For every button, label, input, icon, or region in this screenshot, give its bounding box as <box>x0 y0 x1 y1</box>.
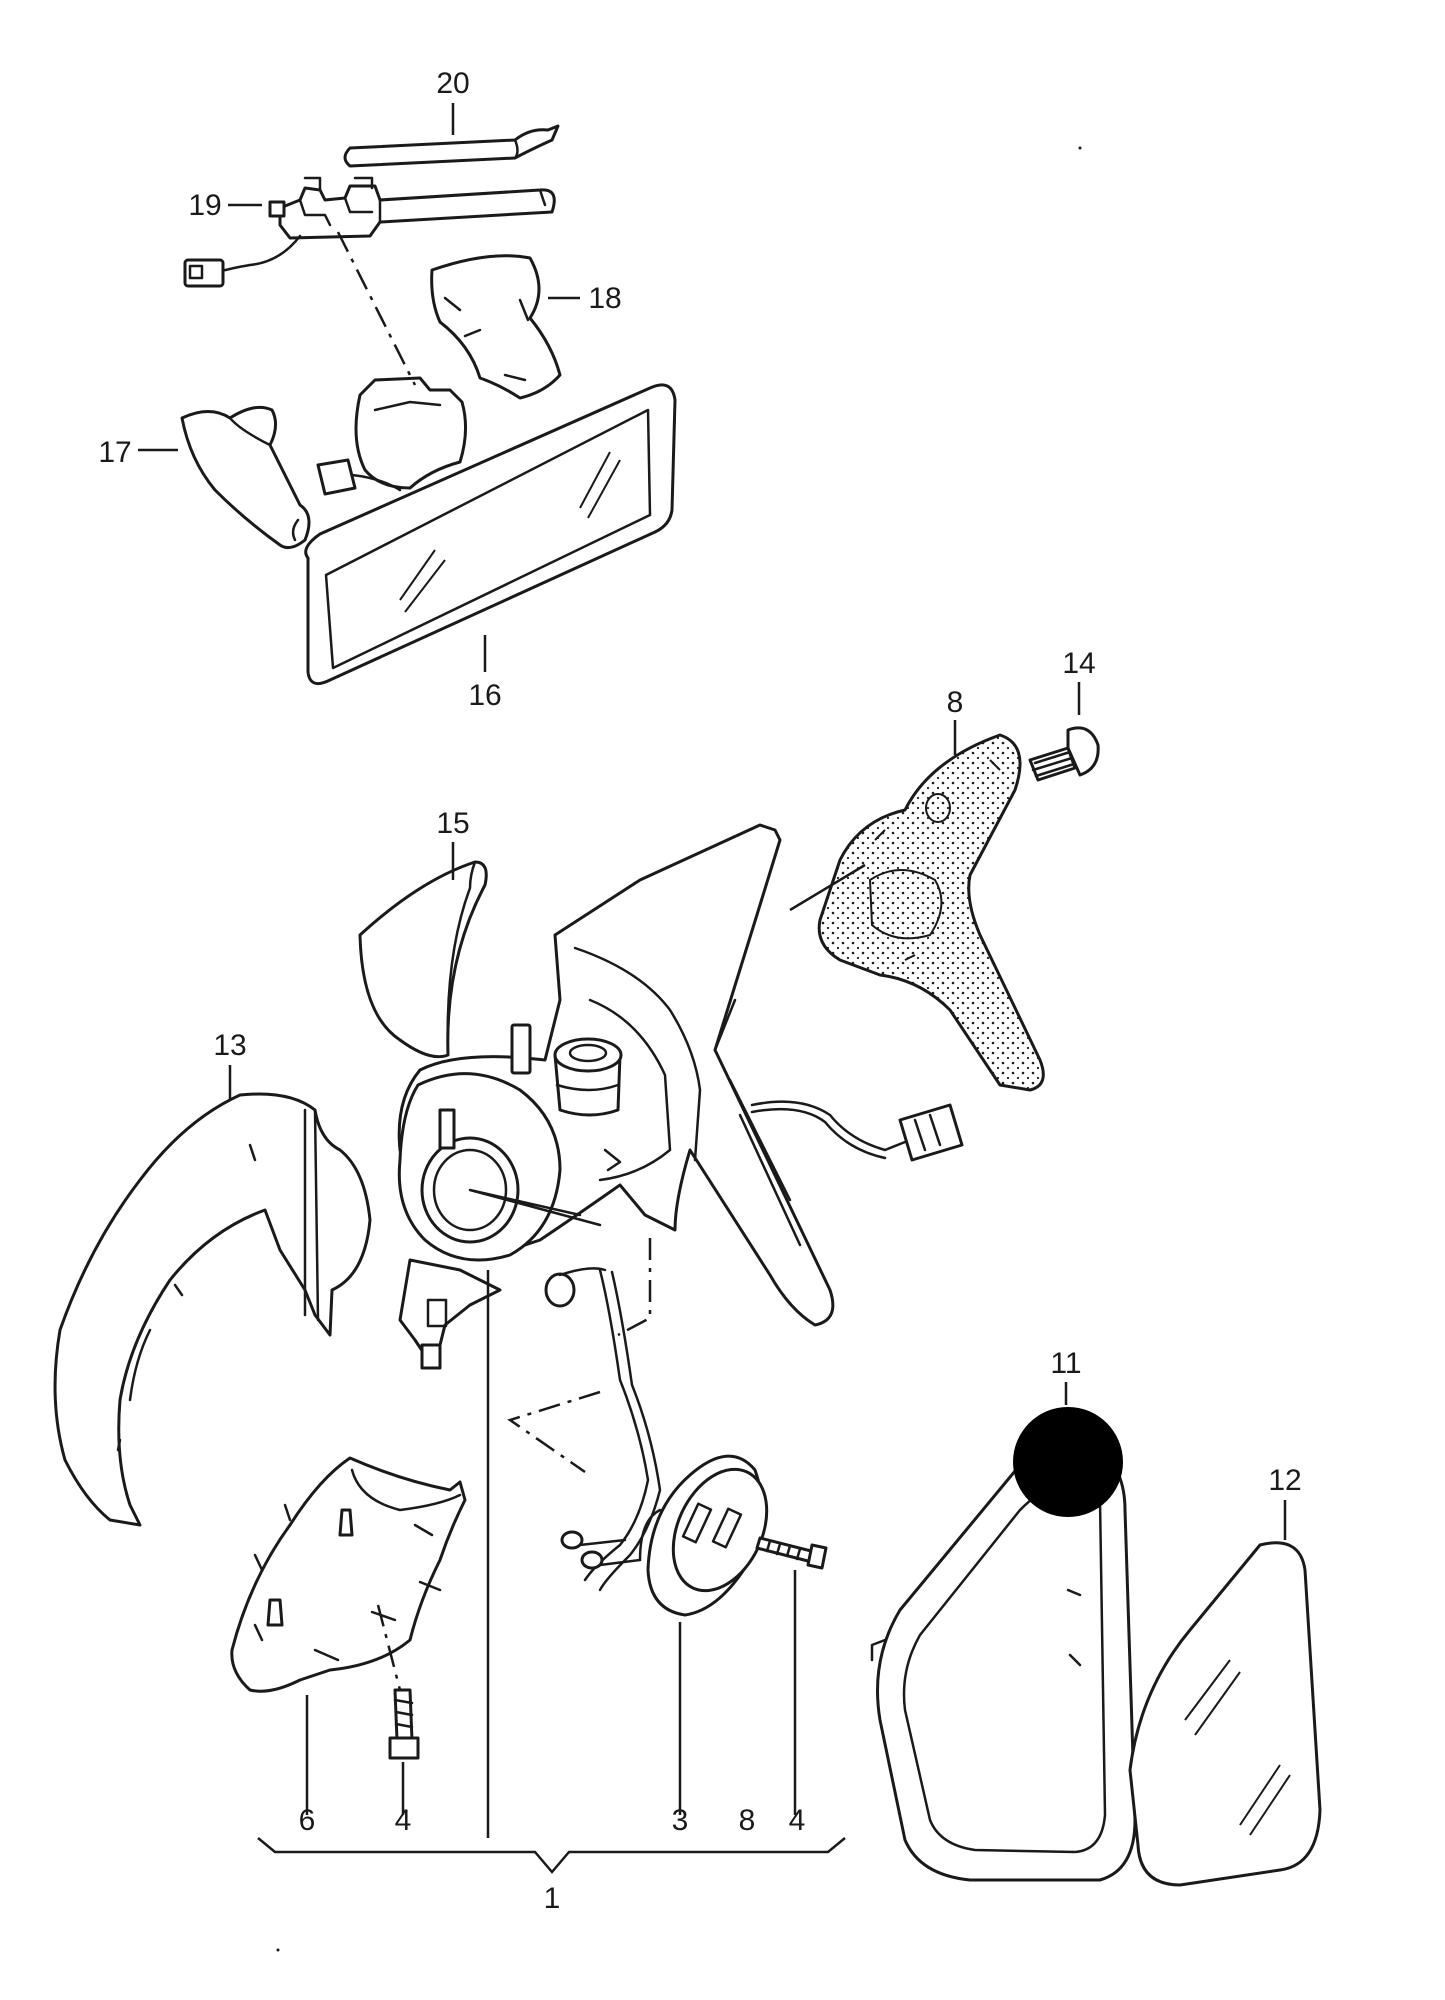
part-3-motor <box>544 1267 769 1617</box>
part-16-rear-view-mirror <box>304 383 677 686</box>
part-12-mirror-glass <box>1128 1541 1322 1887</box>
part-8-gasket <box>817 733 1045 1092</box>
callout-8-bottom: 8 <box>739 1804 756 1837</box>
callout-labels: 20 19 18 17 16 14 8 15 13 11 12 3 8 4 6 … <box>98 67 1301 1915</box>
callout-14: 14 <box>1062 647 1095 680</box>
callout-15: 15 <box>436 807 469 840</box>
dashed-link-motor <box>617 1238 652 1337</box>
callout-18: 18 <box>588 282 621 315</box>
leader-lines <box>138 103 1287 1874</box>
callout-12: 12 <box>1268 1464 1301 1497</box>
mirror-mount-base <box>316 376 467 496</box>
part-6-lower-cover <box>230 1456 467 1693</box>
part-11-mirror-frame <box>870 1445 1137 1882</box>
callout-3: 3 <box>672 1804 689 1837</box>
callout-1: 1 <box>544 1882 561 1915</box>
part-13-mirror-cap <box>53 1092 372 1527</box>
callout-6: 6 <box>299 1804 316 1837</box>
callout-20: 20 <box>436 67 469 100</box>
callout-4-left: 4 <box>395 1804 412 1837</box>
callout-16: 16 <box>468 679 501 712</box>
callout-8-gasket: 8 <box>947 686 964 719</box>
part-19-sensor-bracket <box>183 176 556 288</box>
callout-17: 17 <box>98 436 131 469</box>
main-housing <box>397 823 835 1370</box>
dashed-link-wire <box>507 1390 601 1474</box>
speck <box>276 1948 280 1952</box>
connector-cable <box>750 863 964 1162</box>
part-15-triangle-cover <box>358 860 488 1059</box>
part-18-mount-cover <box>430 254 562 400</box>
callout-13: 13 <box>213 1029 246 1062</box>
part-20-trim-strip <box>343 124 560 168</box>
speck <box>1078 146 1082 150</box>
part-17-mount-shell <box>180 405 311 550</box>
callout-11: 11 <box>1050 1347 1081 1380</box>
part-4-screw-right <box>755 1536 828 1570</box>
callout-19: 19 <box>188 189 221 222</box>
dashed-link-19 <box>336 231 417 386</box>
callout-4-right: 4 <box>789 1804 806 1837</box>
part-4-screw-left <box>376 1604 420 1760</box>
part-14-bolt <box>1028 726 1100 782</box>
reference-marker-dot <box>1013 1407 1123 1517</box>
